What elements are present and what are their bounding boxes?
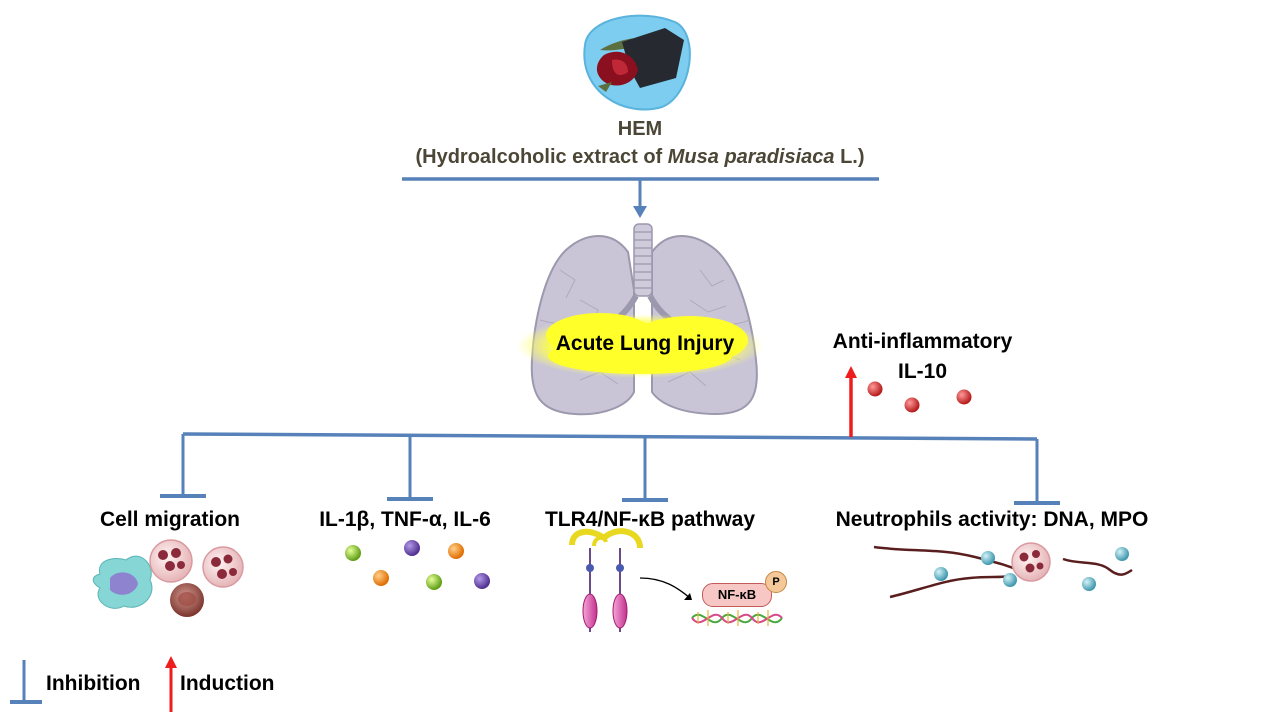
banana-flower-icon (583, 14, 691, 111)
target-label-cytokines: IL-1β, TNF-α, IL-6 (319, 508, 491, 531)
phospho-badge: P (765, 571, 787, 593)
cytokine-dots (345, 540, 490, 590)
nfkb-badge: NF-κB (702, 583, 772, 607)
tlr4-receptor-icon (569, 528, 692, 632)
target-label-neutrophils: Neutrophils activity: DNA, MPO (835, 508, 1149, 531)
center-label: Acute Lung Injury (555, 332, 735, 355)
legend-induction-symbol (165, 656, 177, 712)
hem-bracket (402, 177, 879, 218)
induced-label-line2: IL-10 (897, 360, 947, 383)
neutrophil-nets-icon (873, 542, 1133, 599)
inhibition-branches (160, 432, 1060, 505)
hem-description-suffix: L.) (834, 146, 865, 168)
immune-cells-icon (92, 539, 244, 617)
target-label-cell-migration: Cell migration (99, 508, 241, 531)
induced-label-line1: Anti-inflammatory (832, 330, 1013, 353)
legend-inhibition-symbol (10, 660, 42, 704)
hem-title: HEM (617, 118, 663, 140)
legend-induction-label: Induction (180, 672, 275, 695)
induction-arrow (845, 366, 857, 437)
target-label-tlr4-pathway: TLR4/NF-κB pathway (544, 508, 756, 531)
injury-highlight (516, 313, 764, 378)
hem-species-name: Musa paradisiaca (667, 146, 835, 168)
hem-description: (Hydroalcoholic extract of Musa paradisi… (0, 146, 1280, 169)
legend-inhibition-label: Inhibition (46, 672, 141, 695)
il10-dots (867, 381, 972, 413)
dna-helix-icon (691, 610, 783, 626)
hem-description-prefix: (Hydroalcoholic extract of (415, 146, 668, 168)
